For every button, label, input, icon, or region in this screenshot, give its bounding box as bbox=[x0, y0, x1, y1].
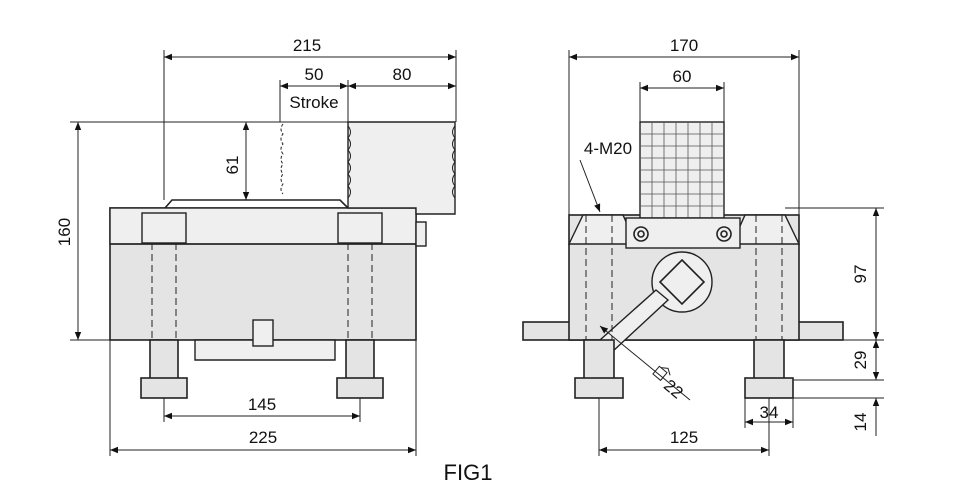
dim-215: 215 bbox=[293, 36, 321, 55]
right-hex-socket bbox=[651, 251, 713, 313]
right-leg-2 bbox=[753, 339, 785, 381]
dim-29: 29 bbox=[851, 351, 870, 370]
figure-caption: FIG1 bbox=[444, 460, 493, 485]
left-bolt-head-2 bbox=[337, 212, 383, 244]
thread-label: 4-M20 bbox=[584, 139, 632, 158]
left-foot-2 bbox=[336, 377, 384, 399]
right-foot-1 bbox=[574, 377, 624, 399]
left-view: 215 50 80 Stroke 61 160 145 225 bbox=[55, 36, 457, 456]
left-window bbox=[252, 319, 274, 347]
dim-50: 50 bbox=[305, 65, 324, 84]
dim-22: 22 bbox=[660, 376, 687, 403]
left-bolt-head-1 bbox=[141, 212, 187, 244]
dim-225: 225 bbox=[249, 428, 277, 447]
left-knob bbox=[415, 221, 427, 247]
dim-145: 145 bbox=[248, 395, 276, 414]
dim-160: 160 bbox=[55, 218, 74, 246]
left-leg-1 bbox=[149, 339, 179, 381]
dim-125: 125 bbox=[670, 428, 698, 447]
stroke-label: Stroke bbox=[289, 93, 338, 112]
left-movable-jaw bbox=[347, 121, 456, 215]
left-foot-1 bbox=[140, 377, 188, 399]
dim-61: 61 bbox=[223, 156, 242, 175]
wrench-size-callout: 22 bbox=[652, 365, 687, 403]
right-leg-1 bbox=[583, 339, 615, 381]
right-foot-2 bbox=[744, 377, 794, 399]
left-lower-carriage bbox=[194, 339, 336, 361]
left-leg-2 bbox=[345, 339, 375, 381]
right-jaw-mount bbox=[625, 217, 741, 249]
right-view: 170 60 4-M20 97 29 14 34 125 bbox=[522, 36, 884, 456]
dim-14: 14 bbox=[851, 413, 870, 432]
dim-80: 80 bbox=[393, 65, 412, 84]
dim-97: 97 bbox=[851, 265, 870, 284]
dim-60: 60 bbox=[673, 67, 692, 86]
dim-170: 170 bbox=[670, 36, 698, 55]
